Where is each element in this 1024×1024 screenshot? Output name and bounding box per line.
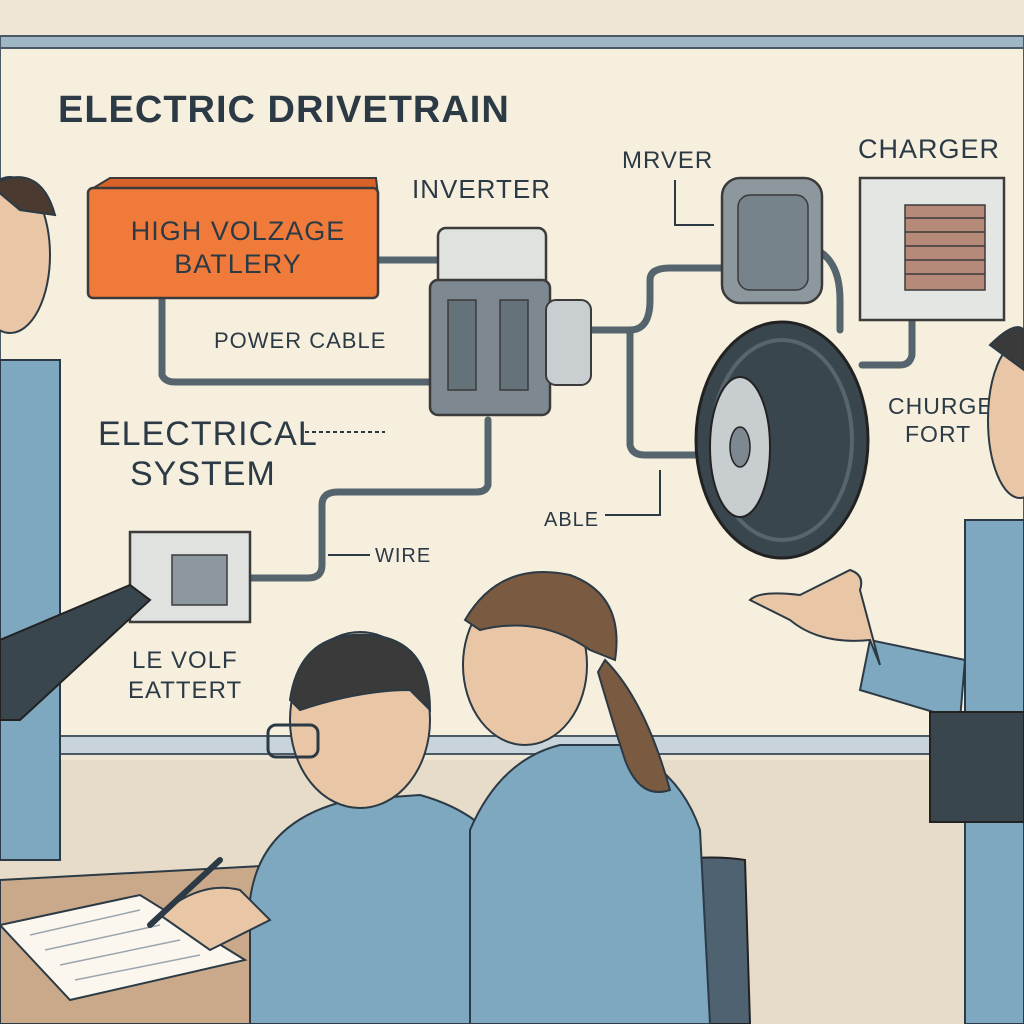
inverter (428, 226, 592, 417)
charger (858, 176, 1006, 322)
wire-label: WIRE (375, 545, 431, 567)
power-cable-label: POWER CABLE (214, 328, 386, 353)
glasses-icon (266, 723, 320, 759)
student-ponytail (462, 571, 712, 1024)
motor (720, 176, 824, 305)
electrical-label-line1: ELECTRICAL (98, 415, 318, 453)
low-volt-label-line1: LE VOLF (132, 647, 238, 674)
inverter-label: INVERTER (412, 174, 551, 204)
mrver-label: MRVER (622, 147, 713, 174)
charge-port-label-line2: FORT (905, 421, 971, 447)
battery-label-line2: BATLERY (174, 249, 302, 279)
instructor-right (748, 326, 1024, 1024)
able-label: ABLE (544, 509, 599, 531)
instructor-left (0, 176, 152, 861)
notebook (0, 893, 248, 1002)
wheel (694, 320, 870, 560)
low-voltage-battery (128, 530, 252, 624)
low-volt-label-line2: EATTERT (128, 677, 242, 704)
pen-icon (147, 857, 223, 928)
battery-label-line1: HIGH VOLZAGE (131, 216, 346, 246)
able-pointer (605, 470, 661, 516)
mrver-pointer (674, 180, 714, 226)
board-title: ELECTRIC DRIVETRAIN (58, 89, 510, 131)
charger-label: CHARGER (858, 134, 1000, 164)
student-glasses (147, 631, 521, 1024)
charge-port-label-line1: CHURGE (888, 393, 994, 419)
electrical-label-line2: SYSTEM (130, 455, 276, 493)
high-voltage-battery: HIGH VOLZAGE BATLERY (86, 177, 380, 300)
